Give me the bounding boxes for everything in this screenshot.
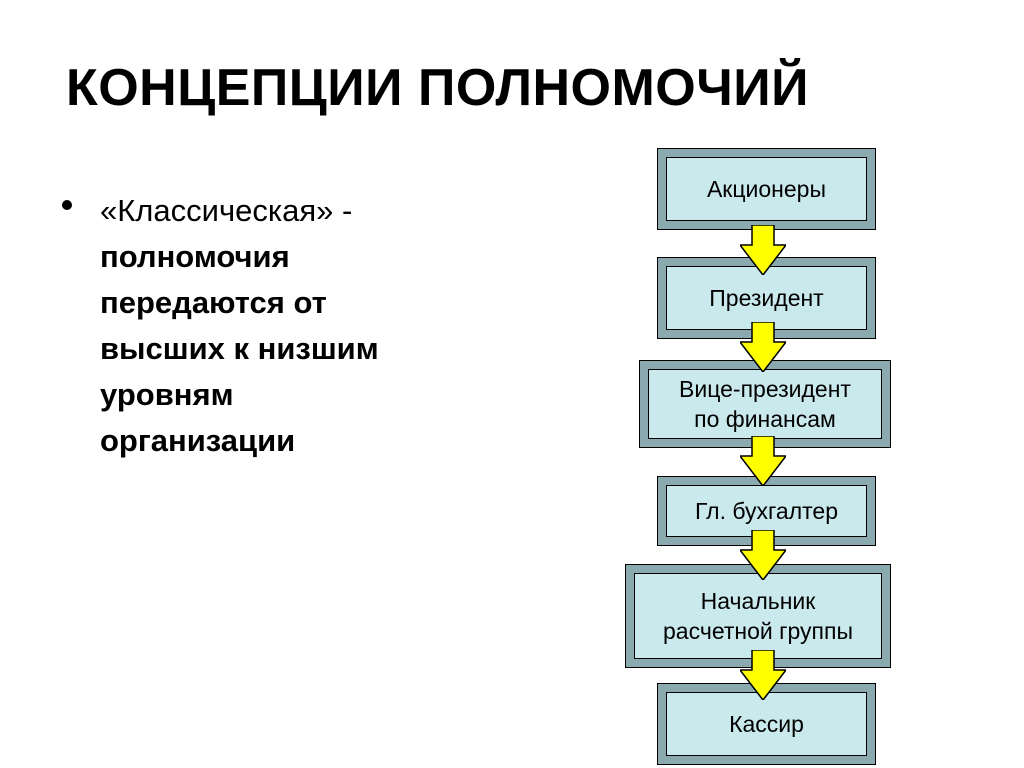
down-arrow-icon: [740, 650, 786, 700]
bullet-lead: «Классическая» -: [100, 193, 353, 228]
down-arrow-icon: [740, 530, 786, 580]
bullet-text: «Классическая» - полномочия передаются о…: [100, 188, 492, 464]
node-shareholders: Акционеры: [657, 148, 876, 230]
node-label: Акционеры: [706, 176, 827, 202]
down-arrow-icon: [740, 436, 786, 486]
bullet-dot-icon: [62, 200, 72, 210]
node-label: Вице-президент по финансам: [679, 376, 851, 432]
node-vice-president-finance: Вице-президент по финансам: [639, 360, 891, 448]
down-arrow-icon: [740, 322, 786, 372]
node-label: Президент: [709, 285, 824, 311]
node-label: Начальник расчетной группы: [663, 588, 853, 644]
bullet-item: «Классическая» - полномочия передаются о…: [62, 188, 492, 464]
down-arrow-icon: [740, 225, 786, 275]
slide-title: КОНЦЕПЦИИ ПОЛНОМОЧИЙ: [66, 59, 810, 117]
node-label: Кассир: [729, 711, 804, 737]
node-label: Гл. бухгалтер: [695, 498, 838, 524]
bullet-body: полномочия передаются от высших к низшим…: [100, 239, 379, 458]
